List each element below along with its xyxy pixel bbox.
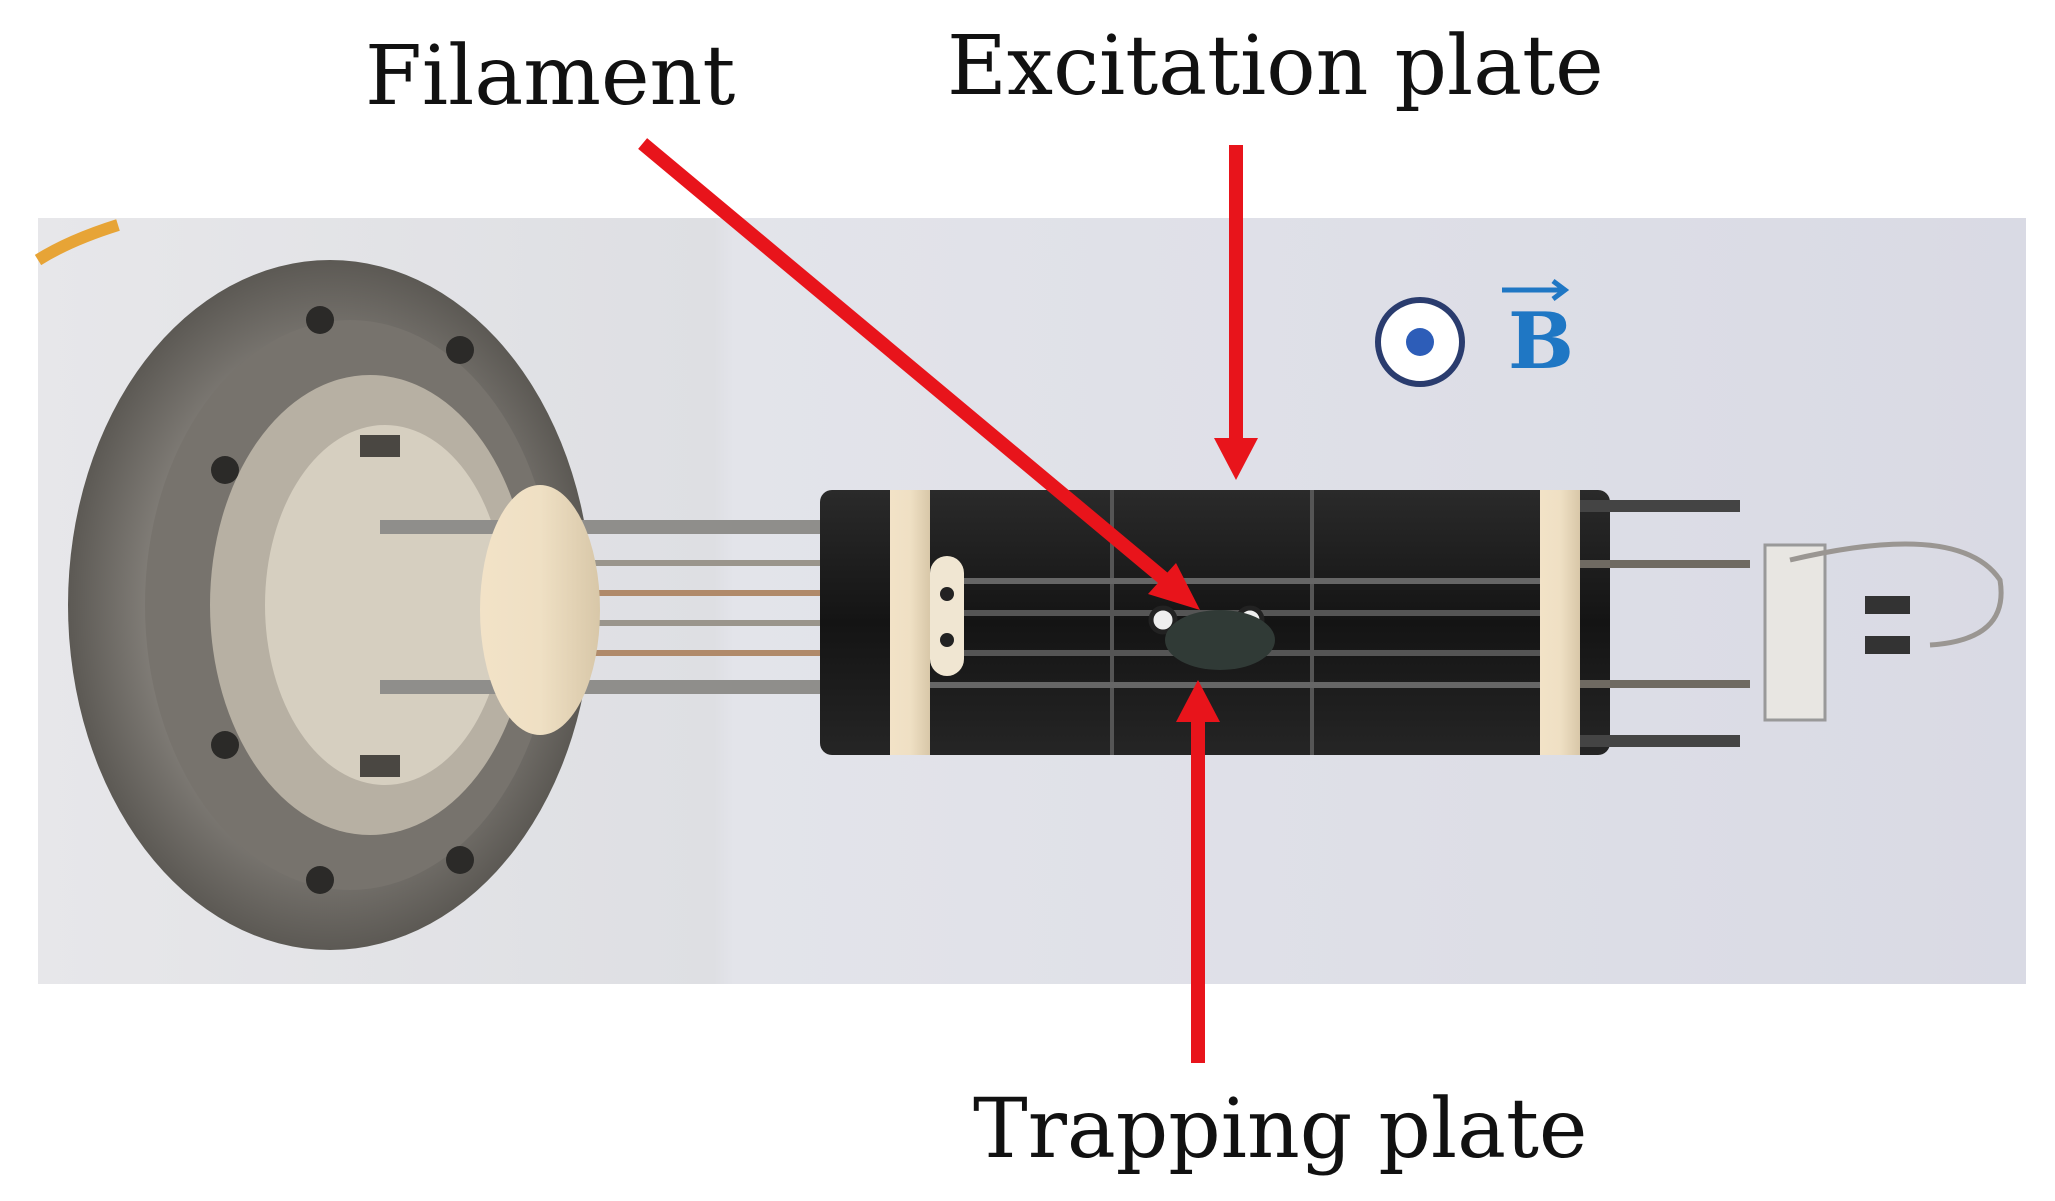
filament-arrow <box>638 138 1200 610</box>
magnetic-field-indicator: B <box>1375 279 1574 387</box>
orange-wire <box>34 219 120 266</box>
field-symbol-b: B <box>1508 296 1574 387</box>
vacuum-flange <box>68 260 592 950</box>
filament-label: Filament <box>365 29 735 124</box>
feedthrough-rods <box>380 485 900 735</box>
apparatus-photo <box>34 218 2026 984</box>
dot-in-circle-out-of-page-icon <box>1375 297 1465 387</box>
filament-assembly <box>1580 500 2004 747</box>
excitation-plate-label: Excitation plate <box>947 19 1604 114</box>
trapping-plate-label: Trapping plate <box>973 1082 1587 1177</box>
ion-trap-cell <box>820 490 1610 755</box>
trapping-arrow <box>1176 680 1220 1063</box>
vector-arrow-icon <box>1502 279 1570 301</box>
excitation-arrow <box>1214 145 1258 480</box>
annotation-arrows <box>638 138 1258 1063</box>
